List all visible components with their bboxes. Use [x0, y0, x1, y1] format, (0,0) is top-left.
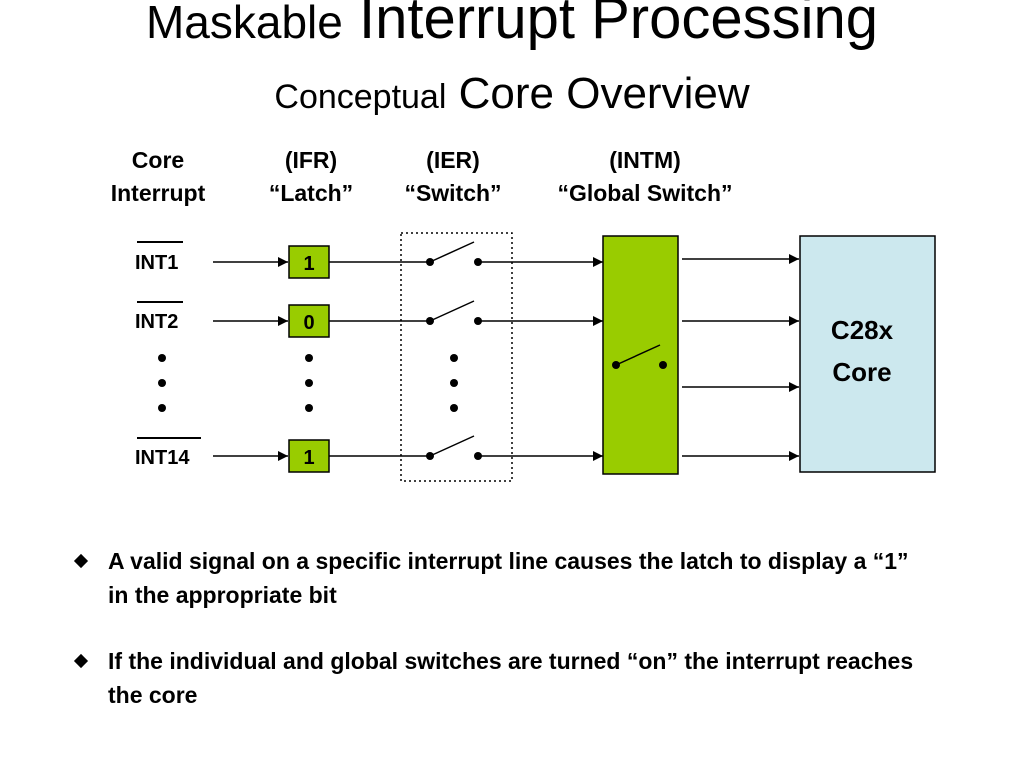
column-header-line: “Latch” [268, 180, 354, 206]
interrupt-row: INT1 1 [135, 241, 603, 279]
column-header-ifr: (IFR) “Latch” [240, 144, 382, 210]
bullet-text: A valid signal on a specific interrupt l… [108, 548, 909, 608]
interrupt-label: INT14 [135, 447, 190, 469]
bullet-text: If the individual and global switches ar… [108, 648, 914, 708]
column-header-intm: (INTM) “Global Switch” [520, 144, 770, 210]
column-header-line: (IFR) [284, 147, 338, 173]
bullet-item: A valid signal on a specific interrupt l… [70, 544, 930, 612]
column-header-ier: (IER) “Switch” [382, 144, 524, 210]
interrupt-row: INT14 1 [135, 435, 603, 473]
ellipsis-dots [158, 354, 458, 412]
interrupt-label: INT1 [135, 252, 178, 274]
intm-global-switch-block [602, 235, 679, 475]
ifr-bit-value: 0 [303, 312, 314, 334]
ier-switch-group-box [400, 232, 513, 482]
subtitle-part2: Core Overview [458, 69, 750, 118]
switch-contact [659, 361, 667, 369]
ifr-bit-value: 1 [303, 447, 314, 469]
column-header-line: (INTM) [609, 147, 681, 173]
c28x-core-block [799, 235, 936, 473]
interrupt-label: INT2 [135, 311, 178, 333]
ifr-latch-cell [288, 304, 330, 338]
diamond-bullet-icon [73, 553, 89, 569]
interrupt-row: INT2 0 [135, 300, 603, 338]
column-header-line: “Switch” [404, 180, 502, 206]
column-header-line: (IER) [426, 147, 480, 173]
title-part1: Maskable [145, 0, 343, 48]
intm-switch-blade [615, 344, 661, 366]
column-header-line: “Global Switch” [557, 180, 733, 206]
bullet-list: A valid signal on a specific interrupt l… [70, 544, 930, 744]
ier-switch-blade [429, 241, 475, 263]
column-header-line: Core [131, 147, 185, 173]
ier-switch-blade [429, 300, 475, 322]
core-label-line1: C28x [831, 315, 894, 345]
page-subtitle: Conceptual Core Overview [0, 68, 1024, 123]
bullet-item: If the individual and global switches ar… [70, 644, 930, 712]
ifr-bit-value: 1 [303, 253, 314, 275]
diamond-bullet-icon [73, 653, 89, 669]
column-header-core-interrupt: Core Interrupt [80, 144, 236, 210]
ier-switch-blade [429, 435, 475, 457]
core-label-line2: Core [832, 357, 891, 387]
column-header-line: Interrupt [110, 180, 206, 206]
page-title: Maskable Interrupt Processing [0, 0, 1024, 55]
title-part2: Interrupt Processing [358, 0, 879, 51]
subtitle-part1: Conceptual [274, 78, 447, 116]
